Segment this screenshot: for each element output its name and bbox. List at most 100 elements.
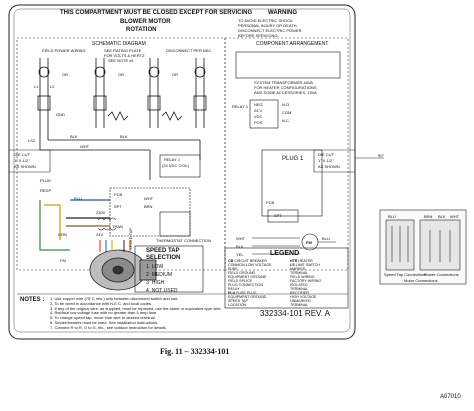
panel-title: Motor Connections — [404, 278, 438, 283]
speed-option-label: NOT USED — [151, 288, 178, 294]
right-cut-3: AS SHOWN — [318, 164, 340, 169]
blower-motor-label: BLOWER MOTOR — [120, 19, 171, 25]
legend-entry: PLUG CONNECTION — [228, 283, 271, 287]
brn-label: BRN — [144, 204, 153, 209]
speed-option-label: LOW — [151, 264, 164, 270]
legend-text: COMMON LOW VOLTAGE — [228, 263, 272, 267]
legend-text: PLUG CONNECTION — [228, 283, 263, 287]
legend-entry: LOCATION — [228, 303, 271, 307]
comp-spt-label: SPT — [274, 213, 282, 218]
legend-entry: UNMARKED — [290, 299, 321, 303]
legend-text: EQUIPMENT GROUND — [228, 295, 267, 299]
note-line: 6. Smoke/heaters must be used. See insta… — [50, 319, 159, 325]
com-label: COM — [282, 110, 292, 115]
angle-label: 90° — [378, 153, 385, 158]
warning-part-1: THIS COMPARTMENT MUST — [60, 10, 141, 16]
legend-text: FIELD WIRING — [290, 275, 315, 279]
speed-number: 1 — [146, 264, 149, 270]
warning-part-closed: BE CLOSED — [142, 10, 178, 16]
speed-tap-box — [134, 245, 204, 293]
legend-text: FACTORY WIRING — [290, 279, 322, 283]
neg-label: NEG — [254, 102, 263, 107]
warning-right-1: TO AVOID ELECTRIC SHOCK — [238, 18, 293, 23]
notes-label: NOTES : — [20, 297, 45, 303]
right-cut-1: DIE CUT — [318, 152, 334, 157]
speed-tap-title-2: SELECTION — [146, 255, 181, 261]
relay-v-label: (24 VDC COIL) — [162, 163, 190, 168]
supply-wiring — [37, 58, 207, 180]
legend-code: HTR — [290, 259, 298, 263]
legend-text: MARKED — [290, 267, 306, 271]
legend-code: LS — [290, 263, 295, 267]
legend-text: EQUIPMENT GROUND — [228, 275, 267, 279]
speed-tap-side-label: SPEED TAP — [128, 227, 133, 250]
redp-label: REDP — [40, 188, 52, 193]
legend-entry: HIGH VOLTAGE — [290, 295, 321, 299]
legend-entry: EQUIPMENT GROUND — [228, 295, 271, 299]
notes-list: 1. Use copper wire (75°C min.) only betw… — [50, 296, 222, 331]
speed-option-label: MEDIUM — [151, 272, 173, 278]
speed-number: 3 — [146, 280, 149, 286]
speed-number: 2 — [146, 272, 149, 278]
legend-entry: MARKED — [290, 267, 321, 271]
comp-fm-label: FM — [306, 240, 312, 245]
legend-entry: HTR HEATER — [290, 259, 321, 263]
right-cut-2: 1" X 1/2" — [318, 158, 334, 163]
left-cut-2: 1" X 1/2" — [14, 158, 30, 163]
blk-label-a: BLK — [70, 134, 78, 139]
legend-entry: FIELD GROUND — [228, 271, 271, 275]
speed-option-label: HIGH — [151, 280, 165, 286]
component-area — [224, 37, 349, 271]
legend-entry: COMMON LOW VOLTAGE — [228, 263, 271, 267]
fm-label: FM — [60, 258, 66, 263]
comp-relay-label: RELAY 1 — [232, 104, 249, 109]
legend-left-column: CB CIRCUIT BREAKER COMMON LOW VOLTAGE FU… — [228, 259, 271, 307]
nc-label: N.C. — [282, 118, 290, 123]
field-power-label: FIELD POWER WIRING — [42, 48, 86, 53]
note-line: 5. To change speed tap, move blue wire t… — [50, 315, 156, 321]
blk-label-b: BLK — [120, 134, 128, 139]
wht-label-b: WHT — [144, 196, 154, 201]
warning-line-1: THIS COMPARTMENT MUST BE CLOSED EXCEPT F… — [60, 10, 252, 17]
for-volts-label: FOR VOLTS & HERTZ — [104, 53, 145, 58]
plug1-label: PLUG 1 — [282, 156, 304, 162]
v24-comp-label: 24 V — [254, 108, 263, 113]
see-rating-label: SEE RATING PLATE — [104, 48, 142, 53]
v24-label: 24V — [96, 232, 104, 237]
warning-right-2: PERSONAL INJURY OR DEATH, — [238, 23, 298, 28]
legend-text: FIELD SPLICE — [228, 279, 252, 283]
legend-entry: PLU FUSE PLUG — [228, 291, 271, 295]
warning-right-4: BEFORE SERVICING. — [238, 33, 279, 38]
legend-text: UNMARKED — [290, 299, 311, 303]
speed-tap-title-1: SPEED TAP — [146, 248, 180, 254]
plug-label: PLUG — [40, 178, 51, 183]
legend-right-column: HTR HEATER LS LIMIT SWITCH MARKED TERMIN… — [290, 259, 321, 307]
speed-number: 4 — [146, 288, 149, 294]
panel-speed-tap: Speed Tap Connections — [384, 272, 427, 277]
see-note-label: SEE NOTE #1 — [108, 58, 134, 63]
comp-blu-label: BLU — [322, 236, 330, 241]
disconnect-label: DISCONNECT PER NEC — [166, 48, 212, 53]
legend-entry: EQUIPMENT GROUND — [228, 275, 271, 279]
legend-entry: CB CIRCUIT BREAKER — [228, 259, 271, 263]
panel-power: Power Connections — [424, 272, 459, 277]
legend-entry: FIELD SPLICE — [228, 279, 271, 283]
note-line: 7. Connect R to R, G to G, etc., see out… — [50, 324, 167, 330]
comp-pcb-label: PCB — [266, 200, 275, 205]
legend-text: FIELD GROUND — [228, 271, 256, 275]
legend-text: SPEED TAP — [228, 299, 248, 303]
legend-entry: FUSE — [228, 267, 271, 271]
or-label-b: OR — [118, 72, 124, 77]
trans-label: TRAN — [112, 224, 123, 229]
transformer — [97, 217, 117, 231]
legend-entry: SPEED TAP — [228, 299, 271, 303]
legend-text: FUSE — [228, 267, 238, 271]
grn-label: GRN — [58, 232, 67, 237]
vdc-label: VDC — [254, 114, 263, 119]
legend-entry: RELAY — [228, 287, 271, 291]
